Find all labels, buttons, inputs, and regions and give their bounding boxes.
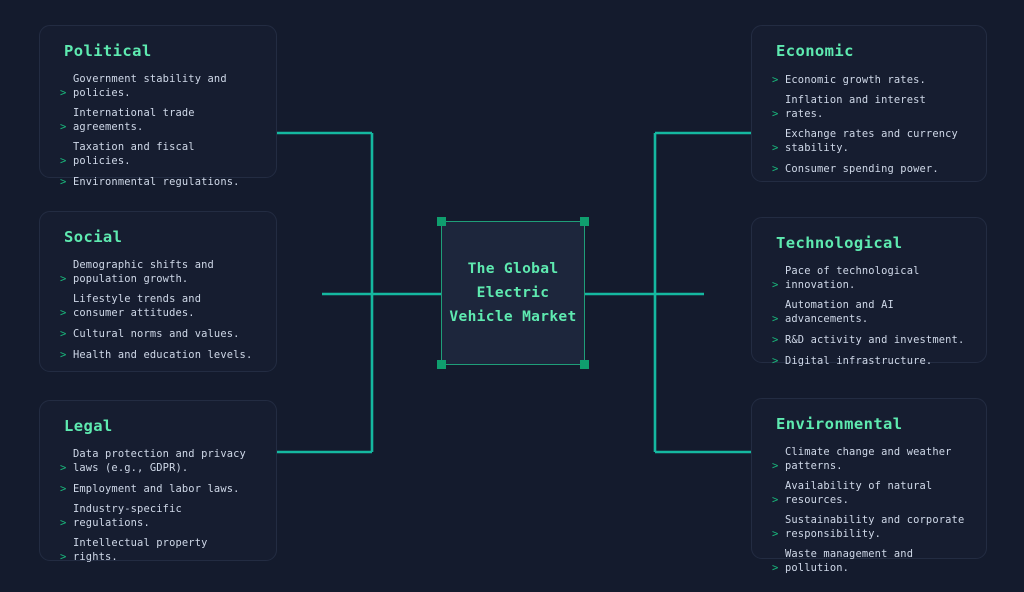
bullet-text: Pace of technological innovation. bbox=[785, 265, 920, 291]
list-item: > Environmental regulations. bbox=[58, 175, 258, 189]
list-item: > Lifestyle trends and consumer attitudes… bbox=[58, 293, 258, 320]
bullet-text: Lifestyle trends and consumer attitudes. bbox=[73, 293, 202, 319]
card-title-political: Political bbox=[64, 42, 152, 60]
chevron-icon: > bbox=[772, 562, 779, 574]
bullet-text: Digital infrastructure. bbox=[785, 354, 933, 367]
chevron-icon: > bbox=[772, 163, 779, 175]
list-item: > Exchange rates and currency stability. bbox=[770, 128, 968, 155]
list-item: > Intellectual property rights. bbox=[58, 537, 258, 564]
center-node[interactable]: The Global Electric Vehicle Market bbox=[441, 221, 585, 365]
list-item: > Climate change and weather patterns. bbox=[770, 446, 968, 473]
chevron-icon: > bbox=[60, 551, 67, 563]
card-title-economic: Economic bbox=[776, 42, 854, 60]
bullet-text: Exchange rates and currency stability. bbox=[785, 128, 958, 154]
bullet-text: Taxation and fiscal policies. bbox=[73, 141, 195, 167]
chevron-icon: > bbox=[772, 355, 779, 367]
list-item: > International trade agreements. bbox=[58, 107, 258, 134]
list-item: > Automation and AI advancements. bbox=[770, 299, 968, 326]
bullet-text: Health and education levels. bbox=[73, 348, 253, 361]
list-item: > Cultural norms and values. bbox=[58, 327, 258, 341]
card-legal[interactable]: Legal > Data protection and privacy laws … bbox=[39, 400, 277, 564]
list-item: > Waste management and pollution. bbox=[770, 548, 968, 575]
chevron-icon: > bbox=[60, 121, 67, 133]
chevron-icon: > bbox=[772, 494, 779, 506]
card-environmental[interactable]: Environmental > Climate change and weathe… bbox=[751, 398, 987, 574]
list-item: > Inflation and interest rates. bbox=[770, 94, 968, 121]
list-item: > Consumer spending power. bbox=[770, 162, 968, 176]
bullet-text: R&D activity and investment. bbox=[785, 333, 965, 346]
bullet-list-economic: > Economic growth rates. > Inflation and i… bbox=[770, 73, 968, 176]
bullet-text: Economic growth rates. bbox=[785, 73, 926, 86]
bullet-text: Environmental regulations. bbox=[73, 175, 240, 188]
resize-handle-top-right[interactable] bbox=[580, 217, 589, 226]
card-political[interactable]: Political > Government stability and poli… bbox=[39, 25, 277, 188]
list-item: > Data protection and privacy laws (e.g.,… bbox=[58, 448, 258, 475]
card-title-legal: Legal bbox=[64, 417, 113, 435]
bullet-text: Cultural norms and values. bbox=[73, 327, 240, 340]
bullet-list-technological: > Pace of technological innovation. > Auto… bbox=[770, 265, 968, 368]
bullet-list-political: > Government stability and policies. > Int… bbox=[58, 73, 258, 189]
chevron-icon: > bbox=[60, 462, 67, 474]
list-item: > Economic growth rates. bbox=[770, 73, 968, 87]
chevron-icon: > bbox=[60, 328, 67, 340]
chevron-icon: > bbox=[60, 307, 67, 319]
list-item: > Sustainability and corporate responsibi… bbox=[770, 514, 968, 541]
chevron-icon: > bbox=[60, 176, 67, 188]
chevron-icon: > bbox=[772, 142, 779, 154]
bullet-text: Data protection and privacy laws (e.g., … bbox=[73, 448, 246, 474]
resize-handle-top-left[interactable] bbox=[437, 217, 446, 226]
chevron-icon: > bbox=[772, 108, 779, 120]
bullet-text: Industry-specific regulations. bbox=[73, 503, 182, 529]
list-item: > Pace of technological innovation. bbox=[770, 265, 968, 292]
chevron-icon: > bbox=[60, 273, 67, 285]
chevron-icon: > bbox=[60, 155, 67, 167]
chevron-icon: > bbox=[772, 528, 779, 540]
card-technological[interactable]: Technological > Pace of technological inn… bbox=[751, 217, 987, 367]
chevron-icon: > bbox=[60, 483, 67, 495]
bullet-text: Inflation and interest rates. bbox=[785, 94, 926, 120]
chevron-icon: > bbox=[60, 349, 67, 361]
list-item: > Digital infrastructure. bbox=[770, 354, 968, 368]
list-item: > Government stability and policies. bbox=[58, 73, 258, 100]
card-social[interactable]: Social > Demographic shifts and populatio… bbox=[39, 211, 277, 372]
list-item: > R&D activity and investment. bbox=[770, 333, 968, 347]
list-item: > Demographic shifts and population growt… bbox=[58, 259, 258, 286]
bullet-text: Sustainability and corporate responsibil… bbox=[785, 514, 965, 540]
resize-handle-bottom-left[interactable] bbox=[437, 360, 446, 369]
bullet-text: Climate change and weather patterns. bbox=[785, 446, 952, 472]
bullet-text: Demographic shifts and population growth… bbox=[73, 259, 214, 285]
center-node-label: The Global Electric Vehicle Market bbox=[449, 260, 577, 325]
card-title-social: Social bbox=[64, 228, 123, 246]
bullet-text: Waste management and pollution. bbox=[785, 548, 914, 574]
bullet-text: Consumer spending power. bbox=[785, 162, 939, 175]
chevron-icon: > bbox=[772, 460, 779, 472]
bullet-list-social: > Demographic shifts and population growt… bbox=[58, 259, 258, 362]
card-economic[interactable]: Economic > Economic growth rates. > Inflat… bbox=[751, 25, 987, 182]
chevron-icon: > bbox=[772, 279, 779, 291]
bullet-text: Automation and AI advancements. bbox=[785, 299, 894, 325]
list-item: > Employment and labor laws. bbox=[58, 482, 258, 496]
chevron-icon: > bbox=[772, 74, 779, 86]
list-item: > Industry-specific regulations. bbox=[58, 503, 258, 530]
chevron-icon: > bbox=[60, 517, 67, 529]
bullet-list-legal: > Data protection and privacy laws (e.g.,… bbox=[58, 448, 258, 564]
resize-handle-bottom-right[interactable] bbox=[580, 360, 589, 369]
bullet-text: Government stability and policies. bbox=[73, 73, 227, 99]
list-item: > Availability of natural resources. bbox=[770, 480, 968, 507]
bullet-text: Employment and labor laws. bbox=[73, 482, 240, 495]
list-item: > Health and education levels. bbox=[58, 348, 258, 362]
card-title-technological: Technological bbox=[776, 234, 903, 252]
list-item: > Taxation and fiscal policies. bbox=[58, 141, 258, 168]
card-title-environmental: Environmental bbox=[776, 415, 903, 433]
bullet-text: Availability of natural resources. bbox=[785, 480, 933, 506]
bullet-text: International trade agreements. bbox=[73, 107, 195, 133]
chevron-icon: > bbox=[772, 313, 779, 325]
chevron-icon: > bbox=[772, 334, 779, 346]
bullet-list-environmental: > Climate change and weather patterns. > A… bbox=[770, 446, 968, 575]
bullet-text: Intellectual property rights. bbox=[73, 537, 208, 563]
chevron-icon: > bbox=[60, 87, 67, 99]
